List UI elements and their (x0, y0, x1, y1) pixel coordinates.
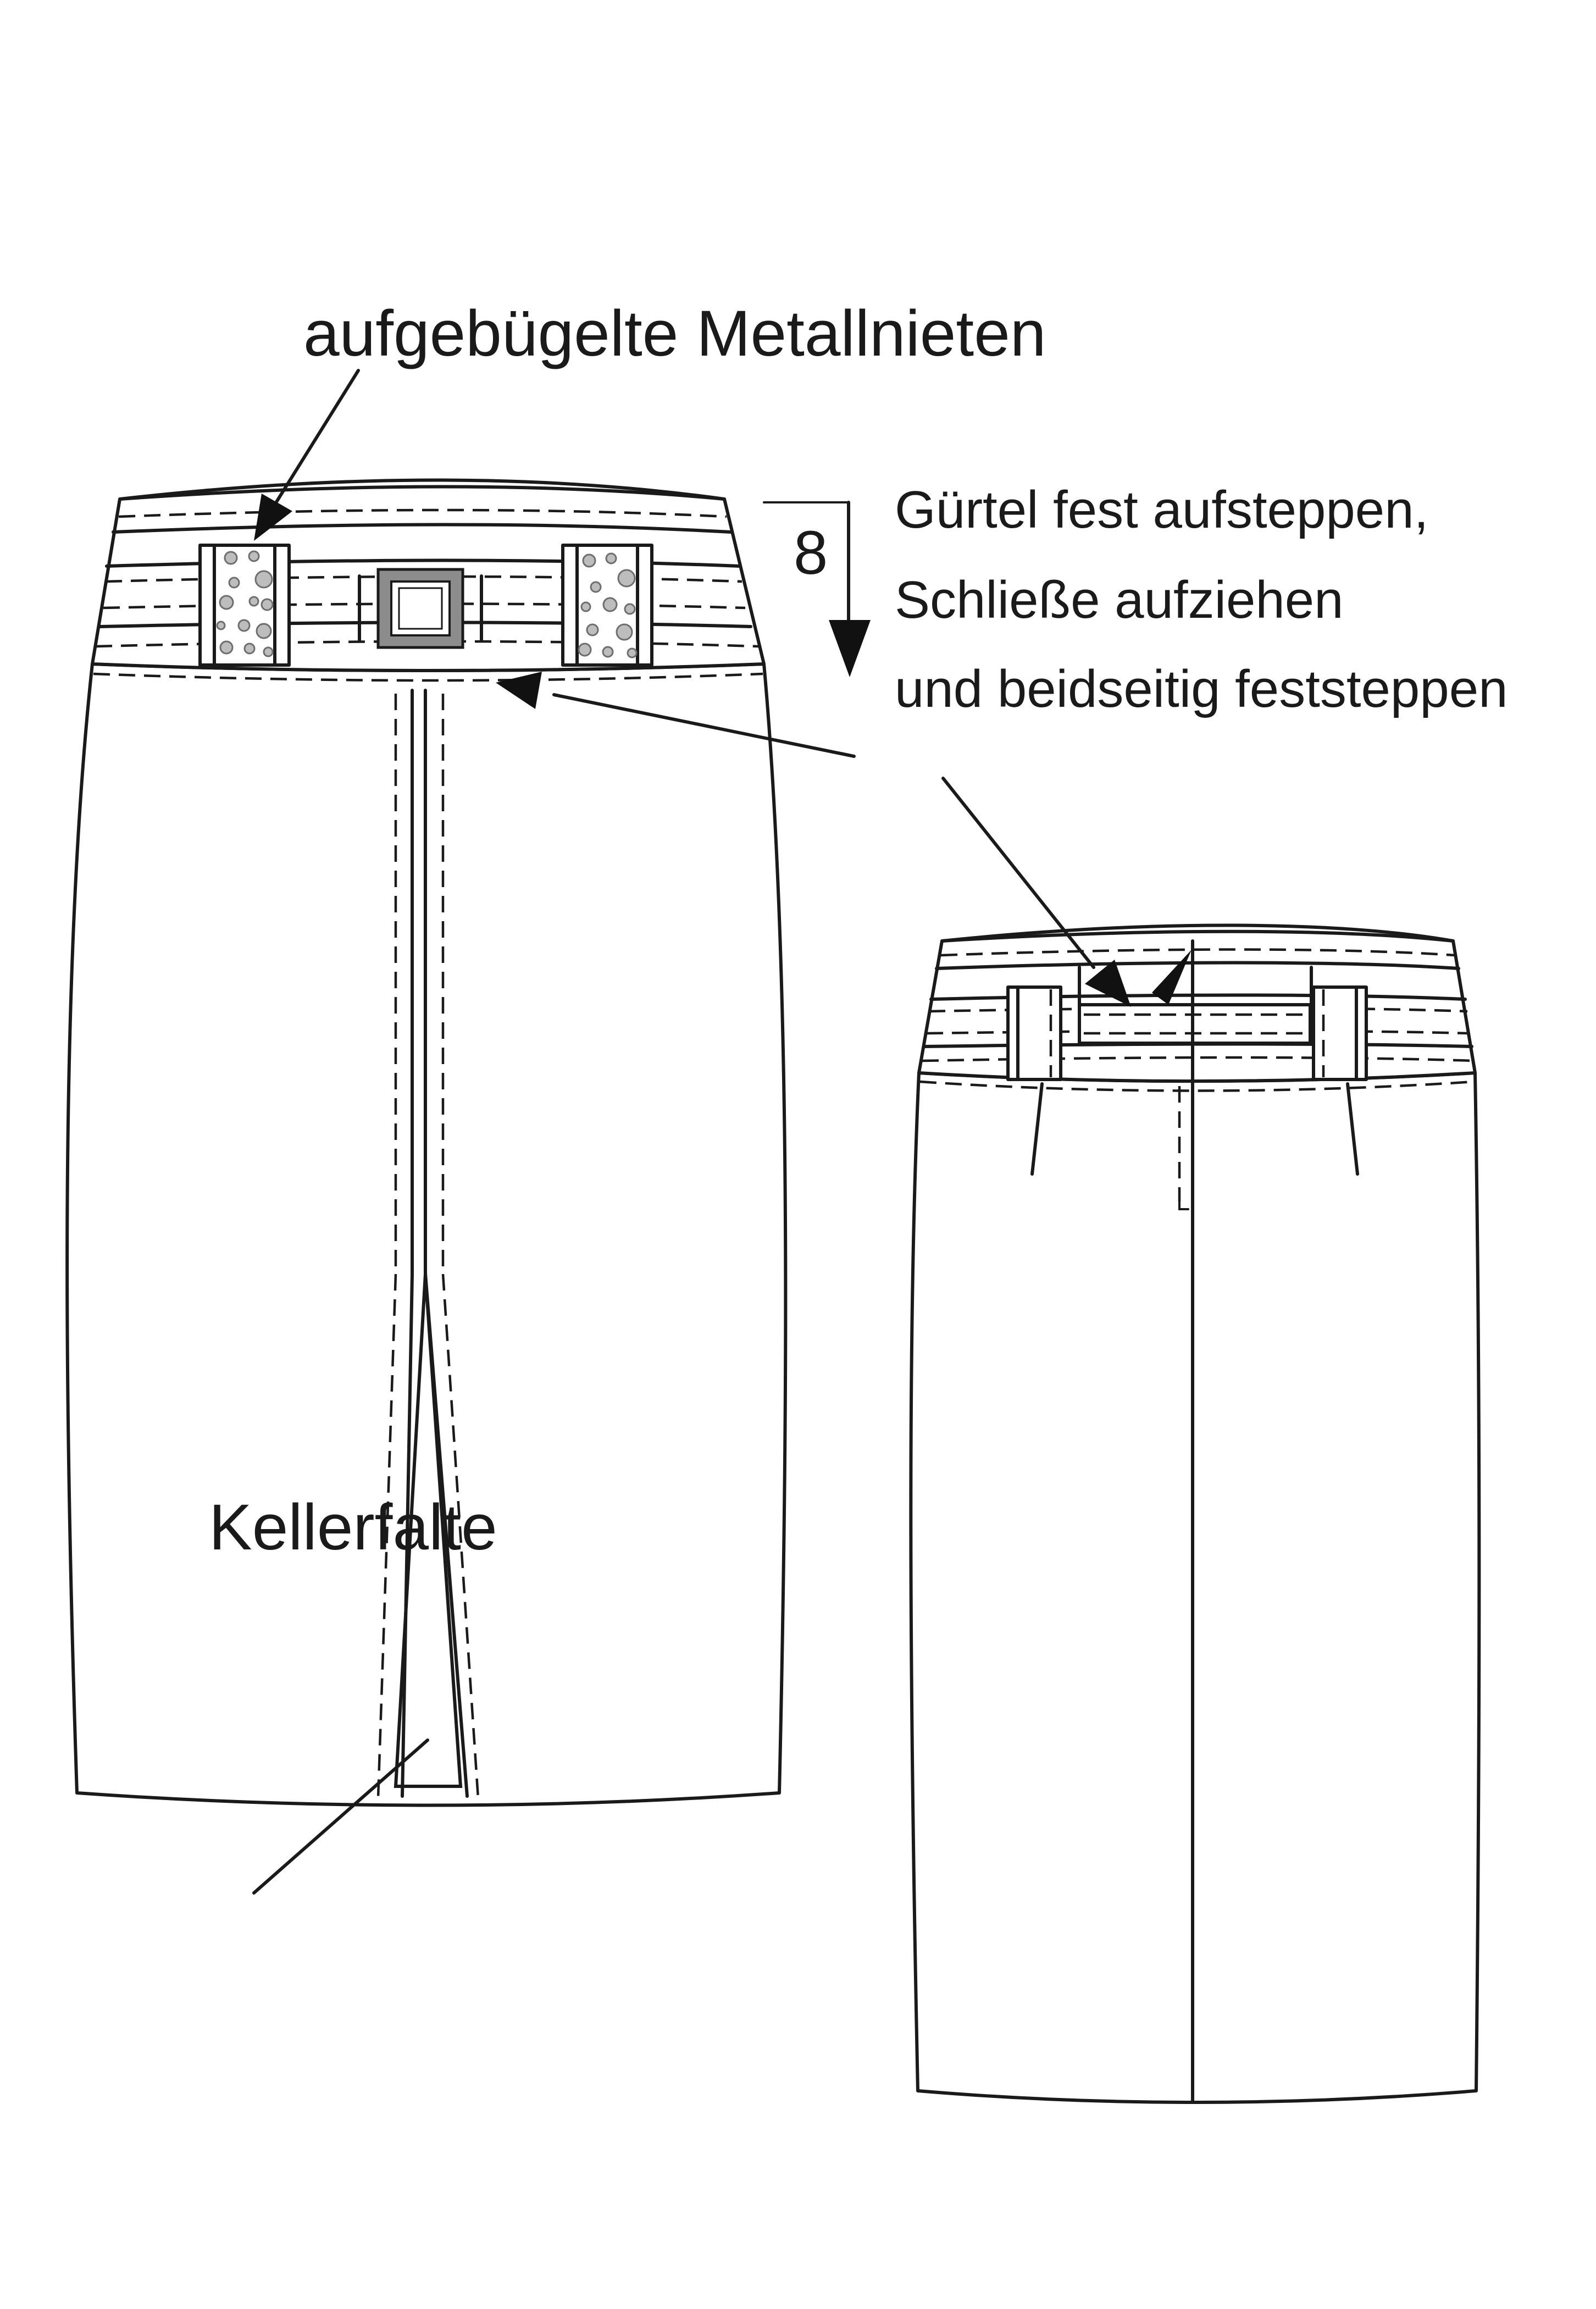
back-lower-band-stitch (922, 1056, 1475, 1062)
belt-instruction-line-1: Gürtel fest aufsteppen, (895, 480, 1429, 539)
back-dart-right (1346, 1082, 1359, 1176)
belt-arrowhead-back (1085, 960, 1131, 1007)
belt-arrowhead-back-2 (1152, 950, 1192, 1005)
front-belt-buckle (358, 568, 483, 649)
back-skirt-view (909, 923, 1481, 2104)
front-rivets-left (216, 550, 274, 657)
belt-instruction-line-3: und beidseitig feststeppen (895, 660, 1508, 718)
front-rivets-right (578, 552, 638, 658)
back-waistband-top-edge (940, 923, 1455, 943)
belt-instruction-line-2: Schließe aufziehen (895, 571, 1344, 629)
front-inverted-pleat (376, 1272, 480, 1799)
front-waistband-seam (112, 523, 733, 534)
pleat-label: Kellerfalte (209, 1491, 497, 1564)
dimension-marker (763, 501, 871, 677)
back-belt-tongue (1078, 966, 1313, 1045)
belt-leader-back (941, 777, 1095, 969)
belt-leader-front (552, 693, 856, 758)
front-waistband-top-edge (118, 478, 726, 501)
back-zipper (1178, 1086, 1189, 1210)
front-center-seam (394, 689, 445, 1276)
back-belt-loop-right (1312, 985, 1368, 1081)
belt-arrowhead-front (496, 672, 542, 709)
back-waistband-seam (935, 961, 1460, 970)
rivets-leader (273, 369, 360, 506)
back-belt-loop-left (1006, 985, 1062, 1081)
pleat-leader (252, 1738, 429, 1895)
annotations (252, 369, 1192, 1895)
dimension-label: 8 (794, 518, 828, 587)
rivets-arrowhead (254, 494, 292, 541)
back-skirt-top-stitch (919, 1080, 1475, 1092)
back-dart-left (1030, 1082, 1044, 1176)
back-waistband-stitch (940, 948, 1456, 957)
back-skirt-body (909, 1071, 1481, 2104)
front-skirt-top-stitch (93, 672, 763, 682)
front-skirt-view (65, 478, 788, 1807)
rivets-label: aufgebügelte Metallnieten (303, 297, 1046, 370)
